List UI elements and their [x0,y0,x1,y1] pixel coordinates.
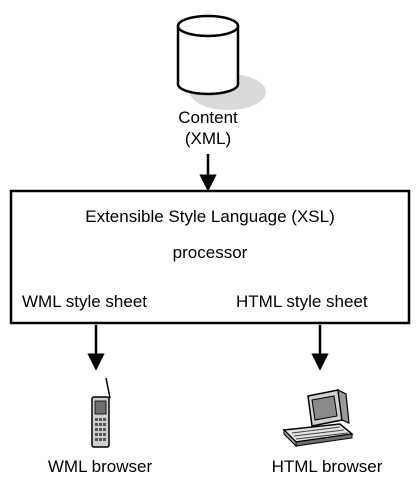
processor-title-line2: processor [172,243,248,262]
wml-style-sheet-label: WML style sheet [22,292,148,311]
mobile-phone-icon [91,377,111,448]
wml-browser-label: WML browser [47,457,153,476]
processor-box [9,189,411,325]
html-style-sheet-label: HTML style sheet [236,292,368,311]
html-browser-label: HTML browser [271,457,383,476]
database-cylinder-icon [176,14,266,110]
desktop-computer-icon [282,388,354,448]
source-label-line1: Content [178,108,238,127]
processor-title-line1: Extensible Style Language (XSL) [85,207,335,226]
source-label-line2: (XML) [184,129,232,148]
